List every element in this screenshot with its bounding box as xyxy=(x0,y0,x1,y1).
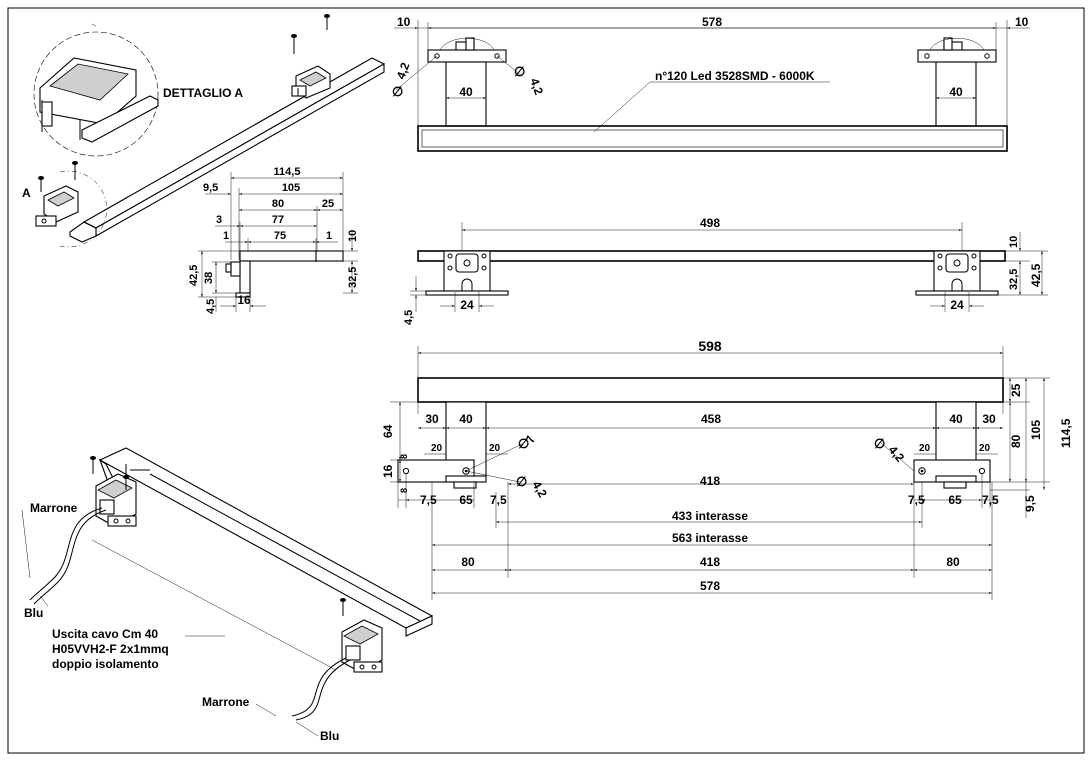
dim-top-20d: 20 xyxy=(979,443,991,454)
dim-top-8a: 8 xyxy=(399,454,409,459)
dim-top-40a: 40 xyxy=(459,412,473,426)
wire-blue-label-2: Blu xyxy=(320,729,339,743)
dim-top-458: 458 xyxy=(701,412,721,426)
dim-top-80a: 80 xyxy=(461,555,475,569)
dim-top-75c: 7,5 xyxy=(908,493,925,507)
dim-top-40b: 40 xyxy=(949,412,963,426)
dim-side-80: 80 xyxy=(272,198,284,210)
diameter-icon: ∅ xyxy=(392,84,403,99)
dim-back-24b: 24 xyxy=(950,298,964,312)
diameter-icon: ∅ xyxy=(516,474,527,489)
dim-side-425: 42,5 xyxy=(188,265,200,286)
dim-top-7: 7 xyxy=(523,434,539,445)
dim-top-418b: 418 xyxy=(700,555,720,569)
dim-top-75d: 7,5 xyxy=(982,493,999,507)
dim-top-64: 64 xyxy=(381,424,395,438)
led-spec-label: n°120 Led 3528SMD - 6000K xyxy=(655,69,815,83)
detail-circle xyxy=(33,31,159,157)
dim-top-65a: 65 xyxy=(459,493,473,507)
cable-spec-line3: doppio isolamento xyxy=(52,657,159,671)
isometric-cable-view: Marrone Blu Uscita cavo Cm 40 H05VVH2-F … xyxy=(21,447,434,743)
back-view: 498 24 24 4,5 xyxy=(403,216,1048,325)
dim-top-8b: 8 xyxy=(399,488,409,493)
dim-back-498: 498 xyxy=(700,216,720,230)
dim-side-105: 105 xyxy=(282,182,300,194)
dim-front-hole-1: 4,2 xyxy=(394,60,413,81)
dim-top-30b: 30 xyxy=(982,412,996,426)
dim-back-10: 10 xyxy=(1008,236,1020,248)
dim-top-75a: 7,5 xyxy=(420,493,437,507)
dim-top-1145: 114,5 xyxy=(1059,418,1073,448)
dim-top-418a: 418 xyxy=(700,474,720,488)
dim-top-20c: 20 xyxy=(919,443,931,454)
front-view: 578 10 10 40 40 4,2 ∅ ∅ 4,2 xyxy=(392,15,1030,152)
dim-front-right-margin: 10 xyxy=(1015,15,1029,29)
dim-front-bracket-right: 40 xyxy=(949,85,963,99)
wire-blue-label-1: Blu xyxy=(24,606,43,620)
dim-side-95: 9,5 xyxy=(203,182,218,194)
detail-marker: A xyxy=(22,186,31,200)
dim-top-42a: 4,2 xyxy=(529,479,550,501)
detail-title: DETTAGLIO A xyxy=(163,86,243,100)
dim-top-interasse-433: 433 interasse xyxy=(672,509,748,523)
cable-spec-line2: H05VVH2-F 2x1mmq xyxy=(52,642,169,656)
dim-top-598: 598 xyxy=(698,338,722,354)
screw-icon xyxy=(90,456,346,616)
dim-top-25: 25 xyxy=(1009,383,1023,397)
dim-top-16: 16 xyxy=(381,464,395,478)
dim-side-325: 32,5 xyxy=(347,267,359,288)
wire-brown-label-1: Marrone xyxy=(30,501,78,515)
dim-side-25: 25 xyxy=(322,198,334,210)
dim-side-10: 10 xyxy=(347,230,359,242)
dim-back-325: 32,5 xyxy=(1008,269,1020,290)
dim-side-1b: 1 xyxy=(326,230,332,242)
diameter-icon: ∅ xyxy=(514,64,525,79)
dim-side-45: 4,5 xyxy=(205,299,217,314)
dim-front-total: 578 xyxy=(702,15,722,29)
dim-back-45: 4,5 xyxy=(403,310,415,325)
cable-spec-line1: Uscita cavo Cm 40 xyxy=(52,627,158,641)
dim-top-20b: 20 xyxy=(489,443,501,454)
top-view: 598 30 40 xyxy=(381,338,1073,600)
dim-side-75: 75 xyxy=(274,230,286,242)
dim-side-38: 38 xyxy=(203,272,215,284)
isometric-view: DETTAGLIO A A xyxy=(22,14,386,248)
dim-top-578: 578 xyxy=(700,579,720,593)
dim-side-16: 16 xyxy=(237,293,251,307)
dim-side-77: 77 xyxy=(272,214,284,226)
dim-top-30a: 30 xyxy=(425,412,439,426)
dim-top-80b: 80 xyxy=(946,555,960,569)
dim-top-interasse-563: 563 interasse xyxy=(672,531,748,545)
diameter-icon: ∅ xyxy=(874,436,885,451)
dim-top-80: 80 xyxy=(1009,434,1023,448)
side-view: 114,5 9,5 105 80 25 3 77 1 75 1 10 32,5 xyxy=(188,166,359,314)
dim-front-hole-2: 4,2 xyxy=(527,76,546,97)
dim-side-1a: 1 xyxy=(223,230,229,242)
dim-front-left-margin: 10 xyxy=(397,15,411,29)
screw-icon xyxy=(38,14,330,192)
wire-brown-label-2: Marrone xyxy=(202,695,250,709)
sheet-border xyxy=(7,7,1085,754)
dim-top-20a: 20 xyxy=(431,443,443,454)
dim-front-bracket-left: 40 xyxy=(459,85,473,99)
dim-top-75b: 7,5 xyxy=(490,493,507,507)
dim-top-42b: 4,2 xyxy=(886,443,908,465)
dim-back-24a: 24 xyxy=(460,298,474,312)
dim-top-95: 9,5 xyxy=(1023,495,1037,512)
dim-top-65b: 65 xyxy=(948,493,962,507)
dim-top-105: 105 xyxy=(1029,420,1043,440)
dim-back-425: 42,5 xyxy=(1029,263,1043,287)
dim-side-3: 3 xyxy=(216,214,222,226)
dim-side-1145: 114,5 xyxy=(274,166,301,178)
diameter-icon: ∅ xyxy=(518,436,529,451)
